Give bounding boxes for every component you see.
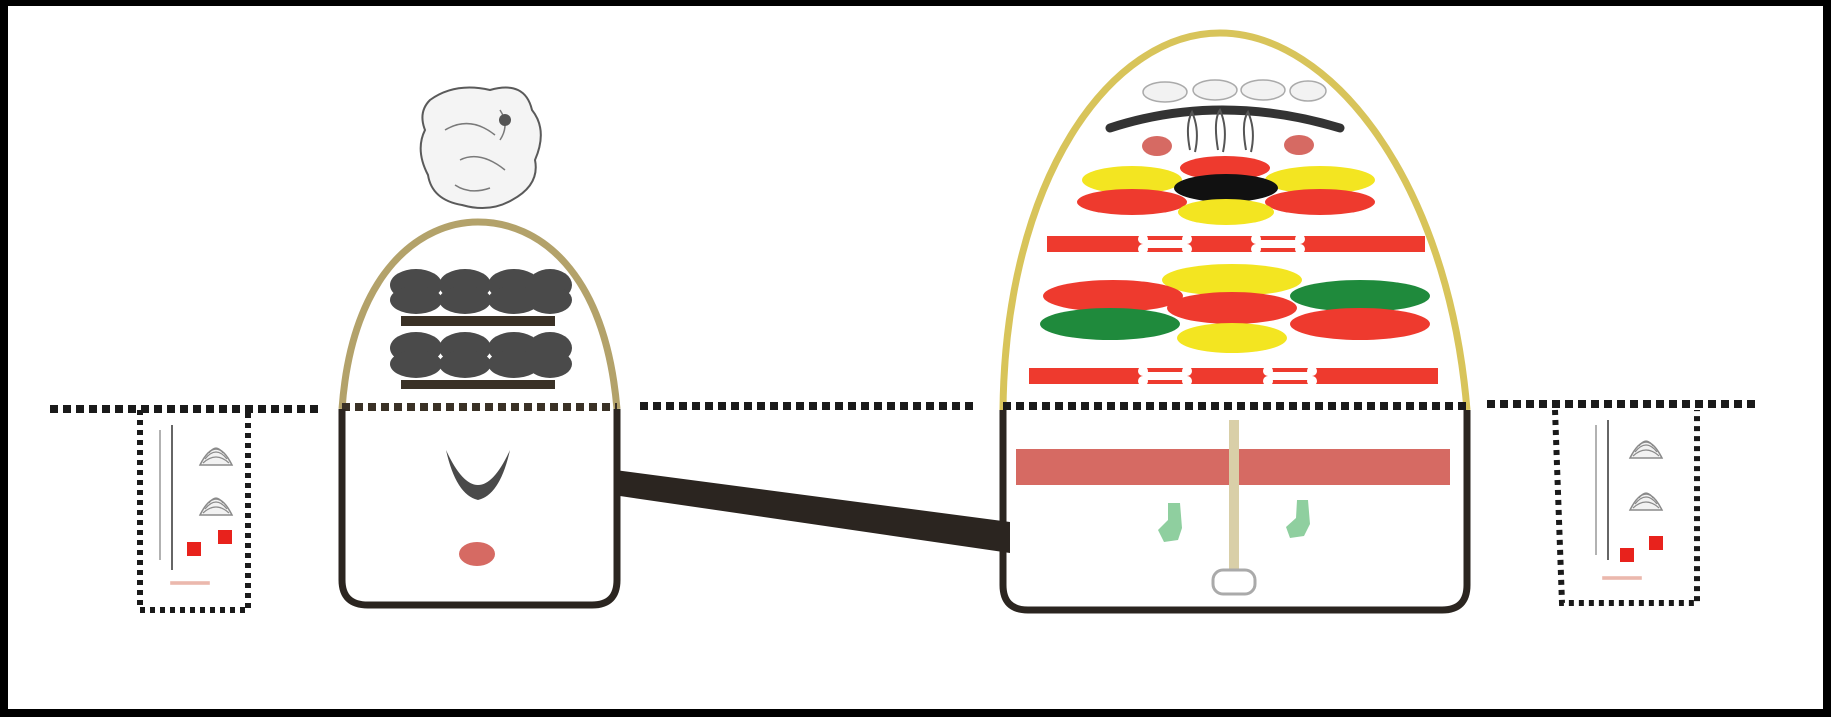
left-burial-chamber bbox=[338, 409, 621, 609]
right-pit-grave bbox=[1552, 409, 1700, 606]
left-mound bbox=[338, 86, 621, 609]
ochre-lump bbox=[459, 542, 495, 566]
right-mound bbox=[999, 29, 1471, 614]
top-bone-row bbox=[1142, 79, 1327, 103]
left-pit-grave bbox=[137, 410, 251, 613]
corridor-passage bbox=[615, 470, 1010, 553]
bone-icon bbox=[1597, 569, 1647, 587]
bone-icon bbox=[165, 574, 215, 592]
footprint-icon bbox=[1158, 500, 1310, 542]
ochre-block bbox=[1620, 548, 1634, 562]
right-dome-outline bbox=[999, 29, 1471, 411]
ochre-block bbox=[187, 542, 201, 556]
red-beam-lower bbox=[1029, 368, 1438, 384]
left-dome-outline bbox=[338, 218, 621, 410]
rock-fragment-icon bbox=[419, 86, 542, 210]
diagram-panel bbox=[8, 6, 1823, 709]
right-burial-chamber bbox=[999, 410, 1471, 614]
ochre-block bbox=[218, 530, 232, 544]
pot-icon bbox=[1211, 568, 1257, 596]
ochre-block bbox=[1649, 536, 1663, 550]
middle-layer-cluster bbox=[1040, 264, 1430, 353]
stone-slab-layers bbox=[390, 269, 572, 389]
upper-layer-cluster bbox=[1077, 156, 1375, 225]
hanging-objects bbox=[1186, 107, 1254, 153]
curved-beam bbox=[1105, 105, 1345, 133]
crescent-artifact-icon bbox=[446, 450, 510, 500]
ground-surface-line bbox=[50, 400, 1760, 413]
red-beam-upper bbox=[1047, 236, 1425, 252]
vertical-shaft bbox=[1229, 420, 1239, 570]
